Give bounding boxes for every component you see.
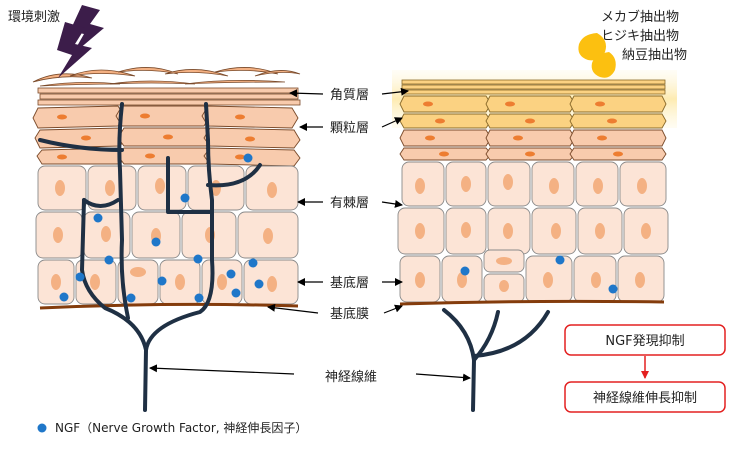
right-skin <box>392 70 677 412</box>
right-spinous-cells <box>397 161 669 255</box>
label-basement-membrane: 基底膜 <box>330 306 369 322</box>
left-granular-nuclei <box>57 113 255 160</box>
extract-drop-icon <box>578 33 616 78</box>
left-basement-membrane <box>39 302 299 310</box>
right-horny-bands <box>401 79 666 95</box>
label-nerve-fiber: 神経線維 <box>325 369 377 385</box>
left-basal-nuclei <box>51 267 277 292</box>
extract-label-mekabu: メカブ抽出物 <box>601 9 679 25</box>
right-granular-nuclei <box>423 101 623 157</box>
label-spinous: 有棘層 <box>330 196 369 211</box>
layer-arrows <box>149 87 471 382</box>
extract-label-hijiki: ヒジキ抽出物 <box>601 29 679 44</box>
right-basement-membrane <box>399 299 665 306</box>
right-spinous-nuclei <box>415 174 651 239</box>
left-skin <box>32 67 301 412</box>
effect-nerve-label: 神経線維伸長抑制 <box>593 390 697 406</box>
stimulus-label: 環境刺激 <box>8 10 60 25</box>
extract-label-natto: 納豆抽出物 <box>622 48 687 63</box>
legend-text: NGF（Nerve Growth Factor, 神経伸長因子） <box>55 421 307 435</box>
left-ngf-dots <box>59 153 264 303</box>
left-stratum-corneum-flakes <box>32 67 301 87</box>
legend-ngf-dot <box>37 423 47 433</box>
effect-ngf-label: NGF発現抑制 <box>605 334 684 349</box>
right-nerve-fibers <box>442 308 550 412</box>
right-basal-nuclei <box>415 257 645 292</box>
label-basal: 基底層 <box>330 275 369 291</box>
label-granular: 顆粒層 <box>330 121 369 136</box>
lightning-icon <box>57 5 104 78</box>
left-horny-bands <box>37 87 301 106</box>
right-ngf-dots <box>460 255 618 294</box>
right-basal-cells <box>399 249 665 303</box>
label-stratum-corneum: 角質層 <box>330 88 369 103</box>
effect-box-nerve: 神経線維伸長抑制 <box>564 381 726 413</box>
effect-box-ngf: NGF発現抑制 <box>564 324 726 356</box>
